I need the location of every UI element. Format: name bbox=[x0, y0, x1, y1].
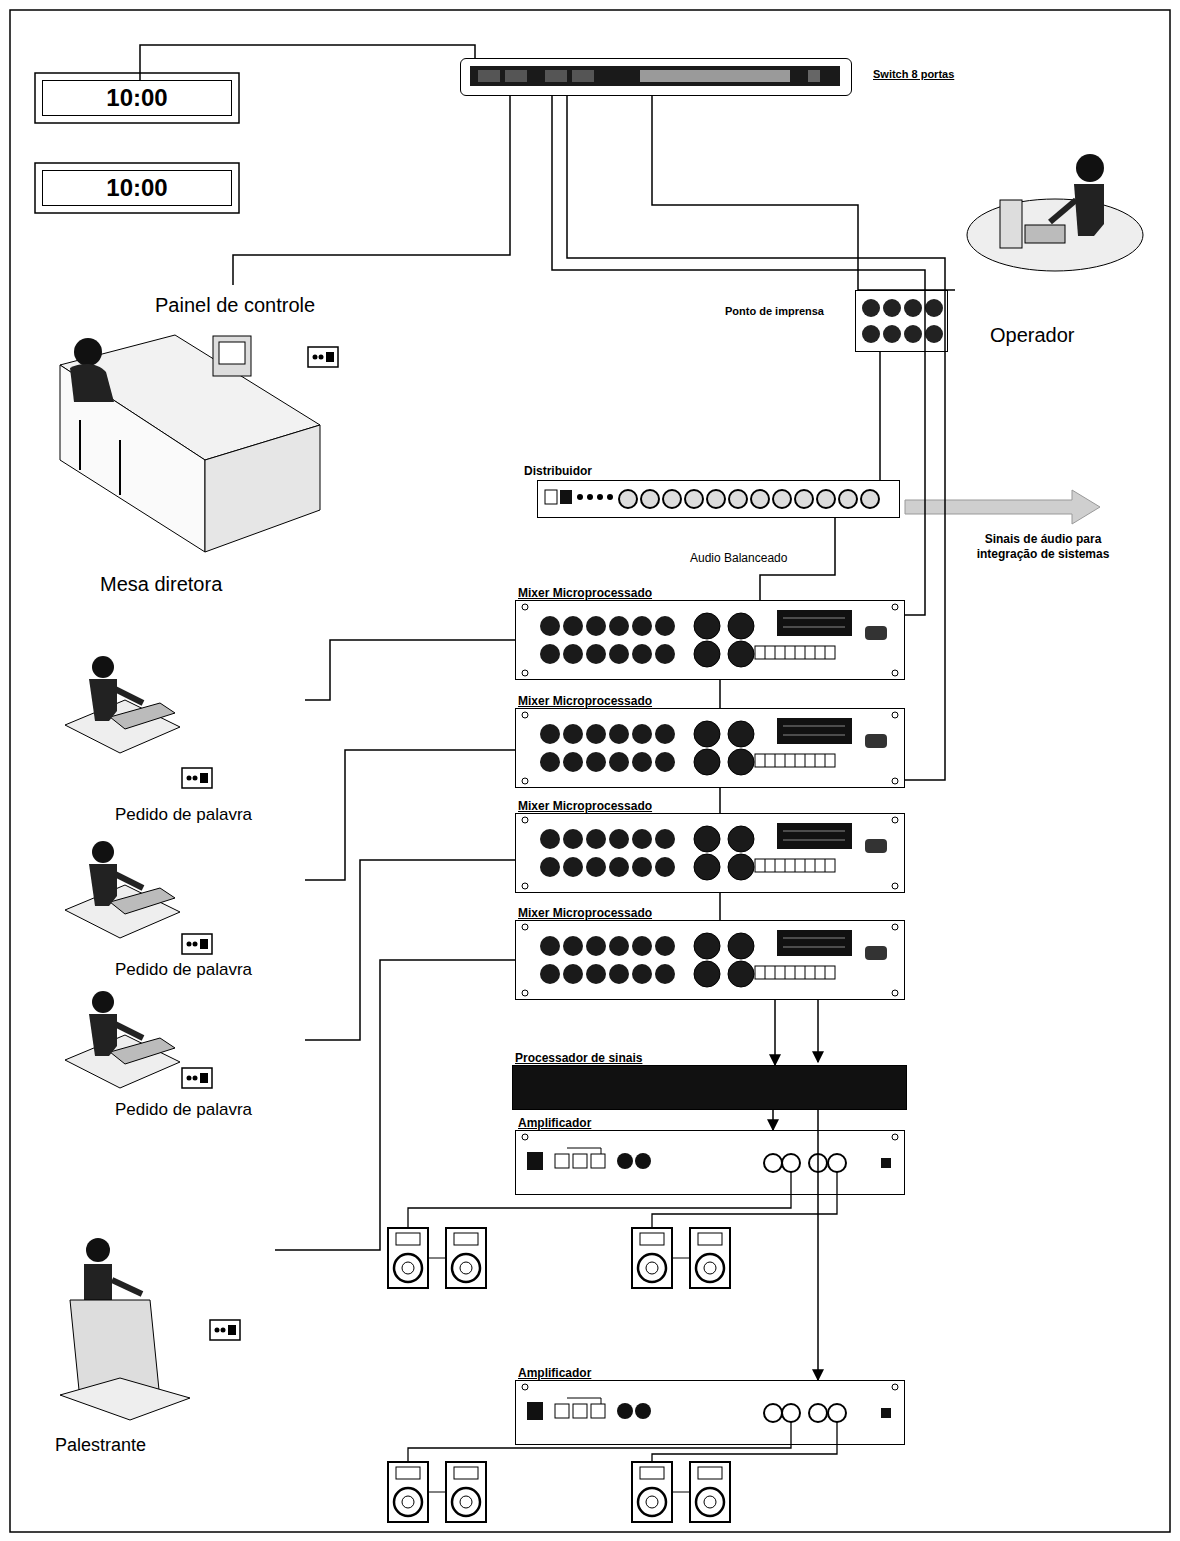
delegate-figure bbox=[65, 991, 180, 1088]
mixer-panel bbox=[522, 817, 898, 889]
node-label: Operador bbox=[990, 323, 1075, 347]
mixer-panel bbox=[522, 712, 898, 784]
mixer-unit: Mixer Microprocessado bbox=[515, 920, 905, 1000]
output-block-arrow bbox=[905, 490, 1100, 524]
speaker-figure bbox=[60, 1238, 190, 1420]
node-label: 10:00 bbox=[106, 84, 167, 113]
node-label: Amplificador bbox=[518, 1116, 591, 1130]
cable-connector bbox=[140, 45, 475, 80]
node-label: Mixer Microprocessado bbox=[518, 799, 652, 813]
node-label: Ponto de imprensa bbox=[725, 305, 824, 318]
annotation-label: Sinais de áudio para integração de siste… bbox=[960, 532, 1126, 562]
loudspeaker-pair bbox=[632, 1462, 730, 1522]
mixer-unit: Mixer Microprocessado bbox=[515, 600, 905, 680]
display-frame bbox=[35, 73, 239, 123]
speaker-wire bbox=[408, 1172, 791, 1228]
page-frame bbox=[10, 10, 1170, 1532]
edge-label: Audio Balanceado bbox=[688, 551, 789, 565]
mixer-panel bbox=[522, 924, 898, 996]
node-label: Pedido de palavra bbox=[115, 960, 252, 980]
node-label: Switch 8 portas bbox=[873, 68, 954, 81]
amplifier: Amplificador bbox=[515, 1130, 905, 1195]
switch-front bbox=[470, 66, 840, 86]
node-label: Mixer Microprocessado bbox=[518, 694, 652, 708]
cable-connector bbox=[305, 640, 515, 700]
node-label: Mixer Microprocessado bbox=[518, 586, 652, 600]
cable-connector bbox=[552, 96, 925, 615]
cable-connector bbox=[772, 1110, 774, 1130]
cable-connector bbox=[774, 1000, 776, 1065]
node-label: Processador de sinais bbox=[515, 1051, 642, 1065]
director-desk-illustration bbox=[60, 335, 320, 552]
node-label: Painel de controle bbox=[155, 293, 315, 317]
clock-display: 10:00 bbox=[42, 80, 232, 116]
node-label: Palestrante bbox=[55, 1435, 146, 1457]
speaker-wire bbox=[408, 1422, 791, 1462]
delegate-seat: Pedido de palavra bbox=[55, 995, 305, 1125]
microphone-icon bbox=[210, 1320, 240, 1340]
cable-connector bbox=[817, 1110, 819, 1380]
mixer-panel bbox=[522, 604, 898, 676]
operator-station: Operador bbox=[955, 145, 1155, 355]
cable-connector bbox=[719, 893, 721, 920]
delegate-seat: Pedido de palavra bbox=[55, 835, 305, 985]
press-point: Ponto de imprensa bbox=[855, 290, 948, 352]
loudspeaker-pair bbox=[388, 1228, 486, 1288]
cable-connector bbox=[233, 96, 510, 285]
display-frame bbox=[35, 163, 239, 213]
microphone-icon bbox=[308, 347, 338, 367]
director-desk: Painel de controleMesa diretora bbox=[40, 285, 370, 605]
cable-connector bbox=[275, 960, 515, 1250]
cable-connector bbox=[719, 680, 721, 708]
speaker-wire bbox=[652, 1172, 837, 1228]
speaker-podium: Palestrante bbox=[55, 1220, 275, 1465]
node-label: Amplificador bbox=[518, 1366, 591, 1380]
node-label: Mixer Microprocessado bbox=[518, 906, 652, 920]
speaker-wire bbox=[652, 1422, 837, 1462]
delegate-seat: Pedido de palavra bbox=[55, 645, 305, 830]
amplifier-panel bbox=[522, 1384, 898, 1422]
mixer-unit: Mixer Microprocessado bbox=[515, 813, 905, 893]
cable-connector bbox=[305, 860, 515, 1040]
node-label: 10:00 bbox=[106, 174, 167, 203]
cable-connector bbox=[652, 96, 955, 290]
loudspeaker-pair bbox=[388, 1462, 486, 1522]
mixer-unit: Mixer Microprocessado bbox=[515, 708, 905, 788]
node-label: Distribuidor bbox=[524, 464, 592, 478]
amplifier: Amplificador bbox=[515, 1380, 905, 1445]
loudspeaker-pair bbox=[632, 1228, 730, 1288]
cable-connector bbox=[567, 96, 945, 780]
node-label: Pedido de palavra bbox=[115, 805, 252, 825]
signal-wire bbox=[817, 1000, 819, 1062]
node-label: Mesa diretora bbox=[100, 572, 222, 596]
delegate-figure bbox=[65, 656, 180, 753]
microphone-icon bbox=[182, 1068, 212, 1088]
microphone-icon bbox=[182, 934, 212, 954]
cable-connector bbox=[719, 788, 721, 813]
signal-processor: Processador de sinais bbox=[512, 1065, 907, 1110]
cable-connector bbox=[879, 352, 881, 480]
distributor: Distribuidor bbox=[537, 480, 900, 518]
delegate-figure bbox=[65, 841, 180, 938]
distributor-front bbox=[545, 490, 879, 508]
press-point-connectors bbox=[862, 299, 943, 343]
amplifier-panel bbox=[522, 1134, 898, 1172]
microphone-icon bbox=[182, 768, 212, 788]
clock-display: 10:00 bbox=[42, 170, 232, 206]
node-label: Pedido de palavra bbox=[115, 1100, 252, 1120]
operator-illustration bbox=[967, 154, 1143, 271]
network-switch: Switch 8 portas bbox=[460, 58, 852, 96]
